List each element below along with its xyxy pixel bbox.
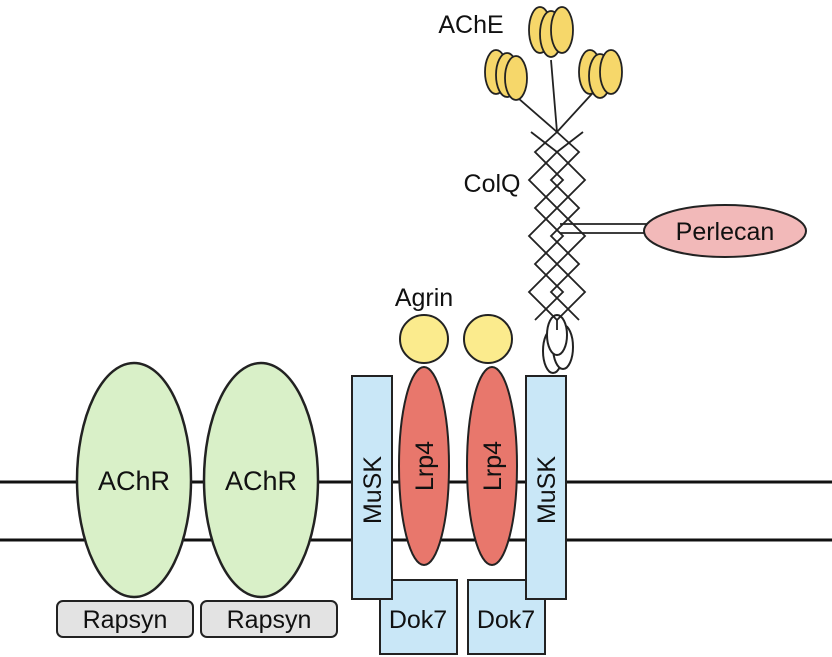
musk-right-label: MuSK [533,456,561,524]
colq-anchor [542,314,574,374]
lrp4-right-label: Lrp4 [479,441,507,491]
rapsyn-left: Rapsyn [56,600,194,638]
dok7-left-label: Dok7 [389,606,447,634]
agrin: Agrin [395,284,513,364]
agrin-label: Agrin [395,284,453,312]
dok7-right-label: Dok7 [477,606,535,634]
rapsyn-right-label: Rapsyn [227,606,312,634]
achr-left-label: AChR [98,466,170,496]
rapsyn-right: Rapsyn [200,600,338,638]
rapsyn-left-label: Rapsyn [83,606,168,634]
achr-left: AChR [75,361,193,599]
perlecan-label: Perlecan [676,218,775,246]
achr-right-label: AChR [225,466,297,496]
ache-tetramer-right [578,49,623,99]
colq-label: ColQ [464,170,521,198]
colq-helix [502,59,652,330]
achr-right: AChR [202,361,320,599]
musk-left: MuSK [351,375,393,600]
dok7-left: Dok7 [379,579,458,655]
perlecan: Perlecan [643,204,807,258]
ache-tetramer-left [484,49,528,101]
lrp4-right: Lrp4 [466,366,518,566]
ache-label: AChE [438,11,503,39]
lrp4-left: Lrp4 [398,366,450,566]
musk-left-label: MuSK [359,456,387,524]
ache-tetramer-top [528,6,574,58]
musk-right: MuSK [525,375,567,600]
lrp4-left-label: Lrp4 [411,441,439,491]
